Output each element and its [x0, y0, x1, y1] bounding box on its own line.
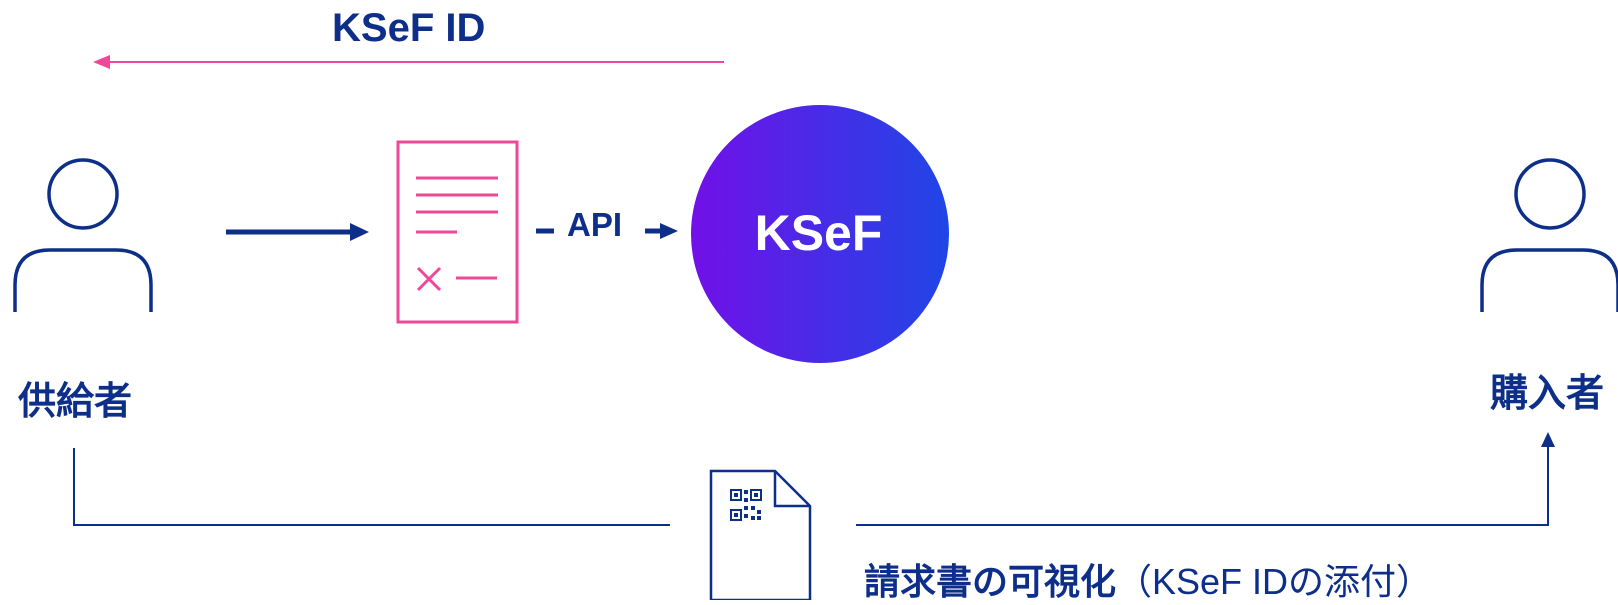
invoice-document-icon [396, 140, 519, 324]
supplier-person-icon [13, 158, 153, 312]
invoice-visualization-title: 請求書の可視化 [864, 562, 1117, 603]
invoice-visualization-note: （KSeF IDの添付） [1116, 561, 1433, 602]
invoice-delivery-flow [73, 432, 1555, 526]
ksef-id-label: KSeF ID [332, 6, 486, 50]
supplier-to-invoice-arrow [226, 223, 369, 241]
buyer-person-icon [1480, 158, 1618, 312]
qr-document-icon [709, 469, 812, 602]
ksef-id-return-arrow [93, 55, 724, 69]
api-connector [536, 223, 678, 239]
qr-code-pattern [730, 489, 762, 521]
buyer-label: 購入者 [1490, 371, 1605, 415]
api-label: API [567, 206, 623, 243]
ksef-platform-circle [691, 105, 949, 363]
ksef-platform-label: KSeF [754, 205, 883, 261]
invoice-visualization-label: 請求書の可視化（KSeF IDの添付） [864, 553, 1432, 605]
supplier-label: 供給者 [18, 379, 133, 423]
